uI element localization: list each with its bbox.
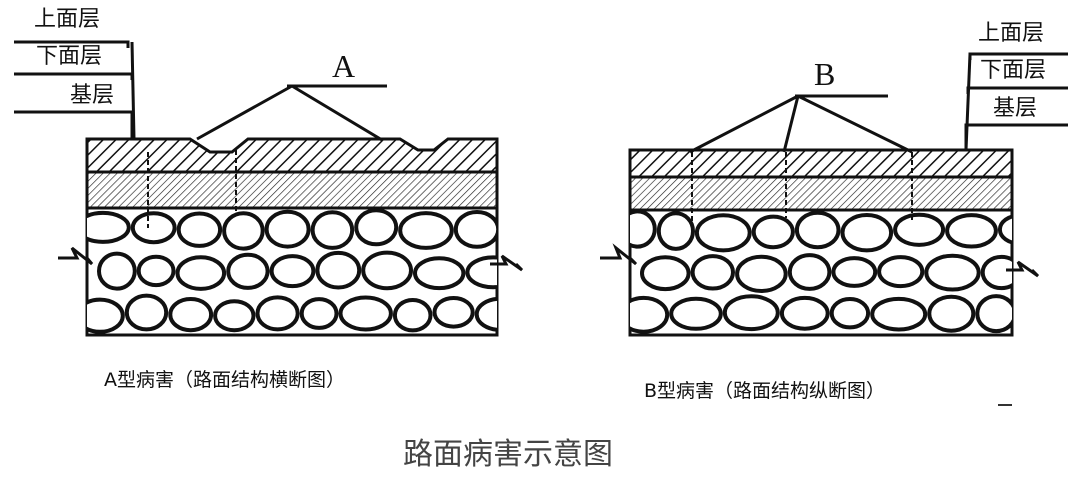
aggregate-stone: [975, 294, 1012, 334]
aggregate-stone: [502, 214, 543, 245]
aggregate-stone: [299, 297, 339, 330]
aggregate-stone: [354, 208, 399, 247]
diagram-b-break-line-left: [600, 243, 638, 266]
diagram-a-lower-layer: [85, 170, 499, 210]
diagram-a-pointer-label: A: [332, 48, 356, 84]
aggregate-stone: [656, 211, 696, 251]
aggregate-stone: [924, 253, 981, 292]
aggregate-stone: [413, 256, 466, 291]
aggregate-stone: [927, 294, 976, 333]
figure-title: 路面病害示意图: [403, 437, 613, 472]
diagram-b-aggregate: [630, 210, 1062, 334]
diagram-a-bracket-spine: [130, 41, 136, 140]
aggregate-stone: [213, 299, 256, 333]
aggregate-stone: [136, 254, 176, 288]
aggregate-stone: [87, 297, 125, 334]
diagram-a-pointer-leader: [196, 84, 387, 142]
aggregate-stone: [432, 296, 475, 329]
aggregate-stone: [840, 213, 894, 253]
diagram-b-label-base-layer: 基层: [993, 96, 1038, 121]
diagram-a-label-base-layer: 基层: [70, 83, 115, 108]
aggregate-stone: [1019, 300, 1062, 331]
diagram-b-lower-layer: [628, 175, 1014, 212]
aggregate-stone: [945, 213, 998, 249]
aggregate-stone: [87, 210, 131, 244]
diagram-b-pointer-leader: [689, 94, 913, 154]
aggregate-stone: [175, 255, 227, 291]
diagram-a-label-upper-layer: 上面层: [34, 7, 101, 32]
diagram-a-caption: A型病害（路面结构横断图）: [104, 369, 345, 391]
aggregate-stone: [361, 250, 414, 291]
aggregate-stone: [690, 254, 735, 291]
aggregate-stone: [980, 254, 1012, 291]
diagram-a-break-line-left: [58, 246, 94, 266]
aggregate-stone: [392, 298, 433, 333]
aggregate-stone: [474, 296, 497, 332]
aggregate-stone: [694, 213, 752, 253]
diagram-b-caption: B型病害（路面结构纵断图）: [644, 380, 886, 402]
aggregate-stone: [264, 209, 311, 249]
aggregate-stone: [630, 210, 657, 249]
diagram-a-label-lower-layer: 下面层: [36, 44, 103, 69]
aggregate-stone: [315, 250, 362, 290]
aggregate-stone: [453, 210, 497, 249]
aggregate-stone: [168, 297, 214, 333]
diagram-b-bracket-spine: [964, 53, 972, 151]
diagram-b-break-line-right: [1006, 260, 1040, 278]
diagram-a-cross-section: [14, 40, 543, 337]
diagram-b-longitudinal-section: [600, 52, 1068, 337]
aggregate-stone: [870, 296, 928, 332]
aggregate-stone: [787, 253, 832, 291]
aggregate-stone: [997, 214, 1012, 245]
aggregate-stone: [779, 295, 830, 331]
aggregate-stone: [735, 254, 788, 293]
diagram-a-aggregate: [87, 208, 543, 334]
aggregate-stone: [338, 295, 393, 332]
aggregate-stone: [310, 210, 355, 250]
aggregate-stone: [669, 296, 723, 331]
aggregate-stone: [630, 295, 670, 334]
diagram-b-label-lower-layer: 下面层: [980, 58, 1047, 83]
aggregate-stone: [794, 210, 841, 250]
aggregate-stone: [877, 255, 925, 289]
diagram-b-pointer-label: B: [814, 56, 836, 92]
aggregate-stone: [398, 211, 454, 250]
aggregate-stone: [831, 256, 878, 288]
aggregate-stone: [269, 254, 316, 289]
aggregate-stone: [255, 295, 300, 332]
diagram-a-break-line-right: [490, 254, 524, 272]
aggregate-stone: [722, 294, 780, 332]
aggregate-stone: [124, 293, 169, 332]
aggregate-stone: [751, 214, 795, 250]
aggregate-stone: [130, 211, 177, 245]
aggregate-stone: [176, 211, 223, 248]
aggregate-stone: [829, 297, 871, 330]
aggregate-stone: [465, 255, 497, 290]
aggregate-stone: [97, 251, 137, 291]
aggregate-stone: [226, 252, 270, 290]
aggregate-stone: [222, 211, 265, 251]
diagram-b-upper-layer: [628, 148, 1014, 179]
aggregate-stone: [640, 255, 691, 292]
aggregate-stone: [893, 212, 946, 247]
diagram-b-label-upper-layer: 上面层: [978, 21, 1045, 46]
